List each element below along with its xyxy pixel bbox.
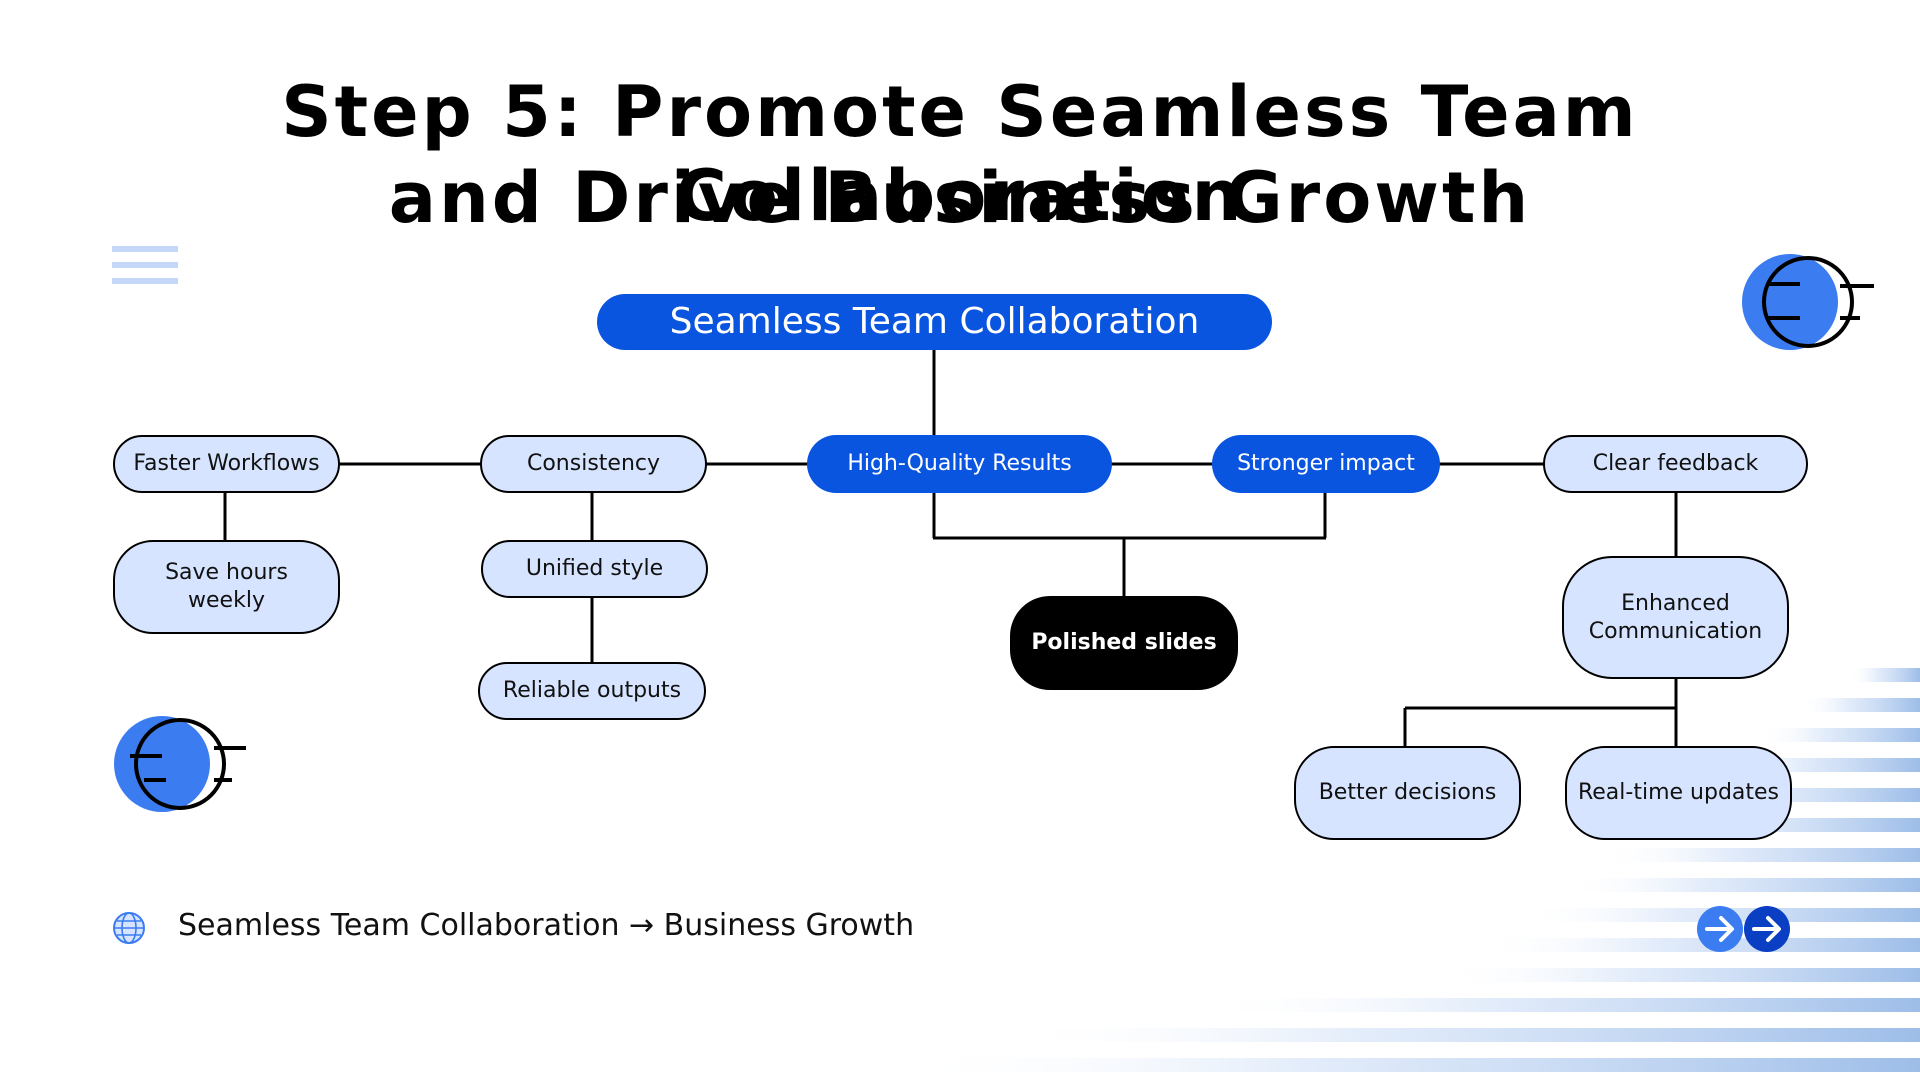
node-consistency: Consistency	[480, 435, 707, 493]
node-better-decisions: Better decisions	[1294, 746, 1521, 840]
node-clear-feedback: Clear feedback	[1543, 435, 1808, 493]
arrow-right-icon[interactable]	[1695, 904, 1745, 954]
diagram-root-node: Seamless Team Collaboration	[597, 294, 1272, 350]
menu-lines-icon	[112, 246, 178, 284]
node-unified-style: Unified style	[481, 540, 708, 598]
node-high-quality-results: High-Quality Results	[807, 435, 1112, 493]
node-stronger-impact: Stronger impact	[1212, 435, 1440, 493]
circle-logo-icon	[1742, 254, 1874, 350]
node-enhanced-communication: Enhanced Communication	[1562, 556, 1789, 679]
arrow-right-icon-next[interactable]	[1742, 904, 1792, 954]
globe-icon	[113, 912, 145, 944]
node-save-hours-weekly: Save hours weekly	[113, 540, 340, 634]
node-polished-slides: Polished slides	[1010, 596, 1238, 690]
node-reliable-outputs: Reliable outputs	[478, 662, 706, 720]
node-faster-workflows: Faster Workflows	[113, 435, 340, 493]
footer-caption: Seamless Team Collaboration → Business G…	[178, 908, 915, 943]
circle-logo-icon-left	[114, 716, 246, 812]
node-real-time-updates: Real-time updates	[1565, 746, 1792, 840]
slide-title-line2: and Drive Business Growth	[388, 157, 1532, 239]
slide-title-line1: Step 5: Promote Seamless Team Collaborat…	[281, 71, 1639, 237]
